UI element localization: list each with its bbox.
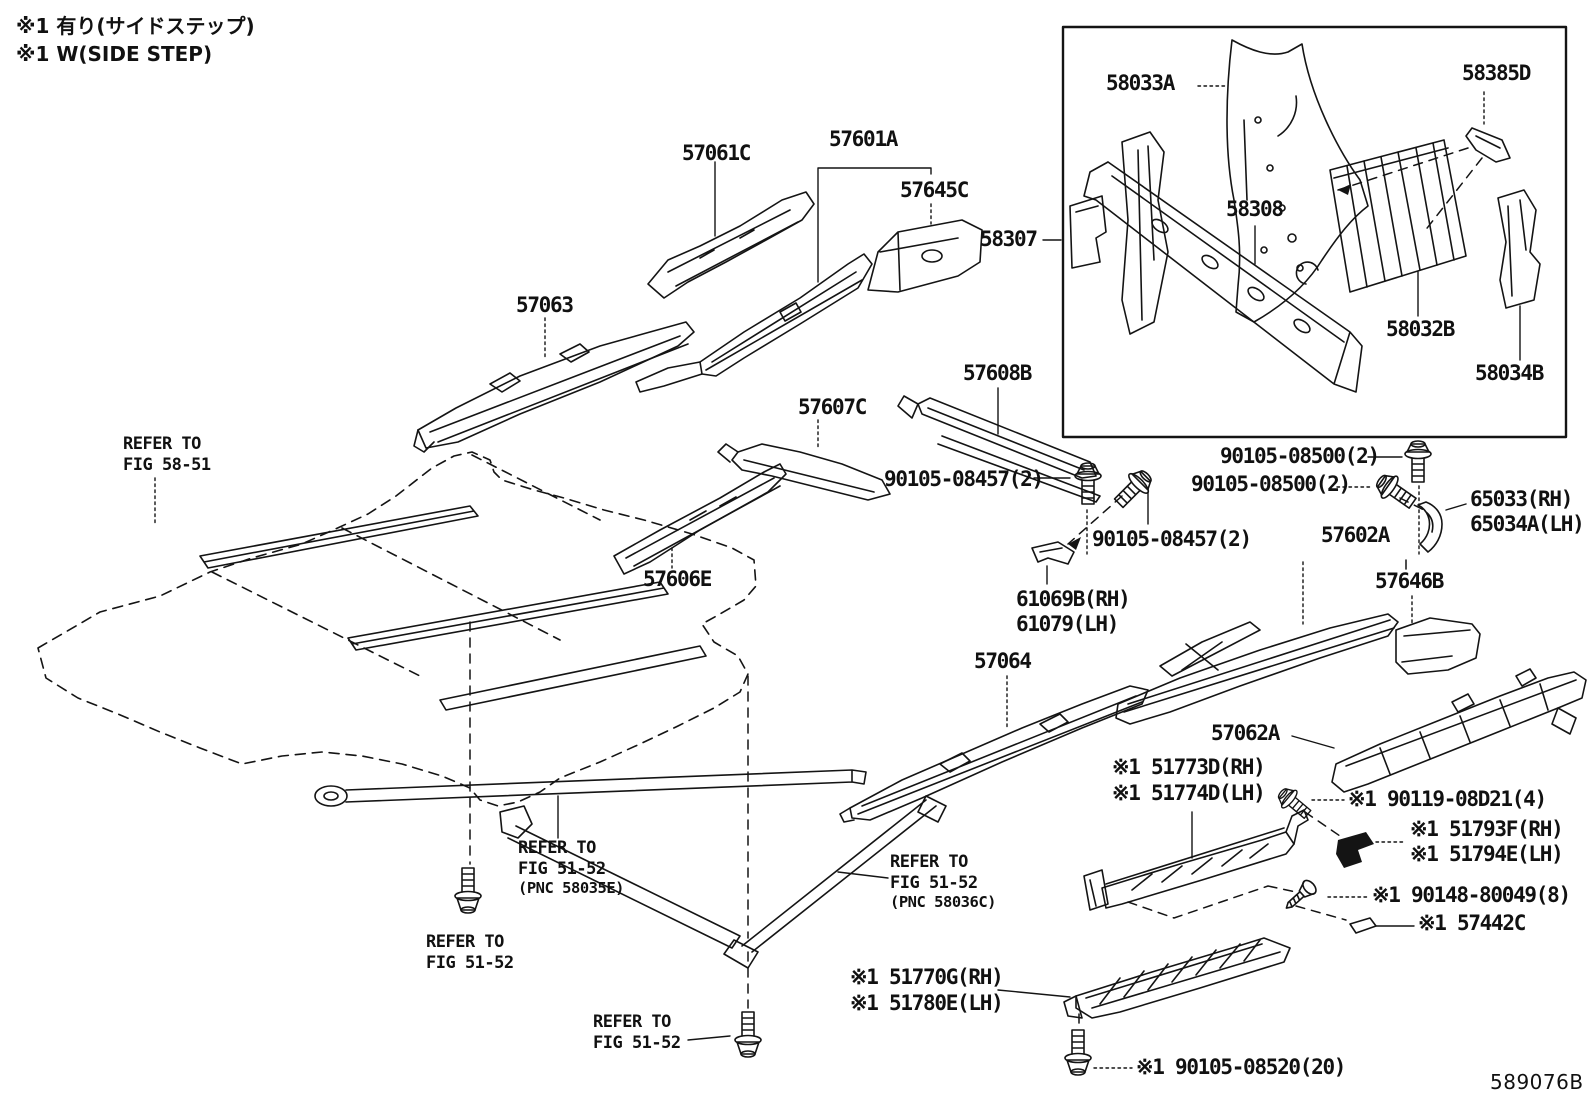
- part-label-57062A: 57062A: [1211, 721, 1280, 745]
- leader-lines-dashed: [469, 147, 1483, 1029]
- part-label-57602A: 57602A: [1321, 523, 1390, 547]
- part-label-58385D: 58385D: [1462, 61, 1531, 85]
- fastener-label-90119-08D21: ※1 90119-08D21(4): [1348, 787, 1547, 811]
- figure-code: 589076B: [1490, 1070, 1584, 1094]
- part-label-58308: 58308: [1226, 197, 1284, 221]
- part-label-51773D: ※1 51773D(RH): [1112, 755, 1266, 779]
- part-label-57607C: 57607C: [798, 395, 867, 419]
- fastener-label-90105-08457-a: 90105-08457(2): [884, 467, 1044, 491]
- part-label-58032B: 58032B: [1386, 317, 1455, 341]
- part-57646b-drawing: [1395, 617, 1481, 675]
- part-57064-drawing: [839, 685, 1149, 823]
- part-label-58307: 58307: [980, 227, 1038, 251]
- part-label-57645C: 57645C: [900, 178, 969, 202]
- note-side-step-jp: ※1 有り(サイドステップ): [16, 14, 255, 38]
- part-57601a-drawing: [635, 253, 873, 393]
- part-label-57608B: 57608B: [963, 361, 1032, 385]
- part-57645c-drawing: [867, 219, 983, 293]
- part-label-51770G: ※1 51770G(RH): [850, 965, 1004, 989]
- part-label-51793F: ※1 51793F(RH): [1410, 817, 1564, 841]
- part-57063-drawing: [413, 321, 695, 453]
- part-58308-drawing: [1083, 161, 1363, 393]
- part-65033-drawing: [1417, 501, 1443, 553]
- arrowheads: [1068, 184, 1351, 550]
- part-label-57064: 57064: [974, 649, 1032, 673]
- detail-box: [1061, 25, 1568, 439]
- fastener-label-90105-08500-b: 90105-08500(2): [1191, 472, 1351, 496]
- part-label-51780E: ※1 51780E(LH): [850, 991, 1004, 1015]
- note-side-step-en: ※1 W(SIDE STEP): [16, 42, 213, 66]
- part-57061c-drawing: [647, 191, 815, 299]
- part-58385d-drawing: [1465, 127, 1511, 163]
- part-58032b-drawing: [1329, 139, 1467, 293]
- part-51770g-drawing: [1063, 937, 1291, 1019]
- fastener-label-90105-08520: ※1 90105-08520(20): [1136, 1055, 1346, 1079]
- fastener-label-90105-08457-b: 90105-08457(2): [1092, 527, 1252, 551]
- part-label-61069B: 61069B(RH): [1016, 587, 1131, 611]
- part-57607c-drawing: [717, 443, 891, 501]
- part-label-65033: 65033(RH): [1470, 487, 1573, 511]
- part-label-57601A: 57601A: [829, 127, 898, 151]
- reference-fig-51-52-pnc-58036c: REFER TO FIG 51-52 (PNC 58036C): [890, 852, 996, 912]
- part-label-51794E: ※1 51794E(LH): [1410, 842, 1564, 866]
- part-57062a-drawing: [1331, 668, 1587, 793]
- brace-58036c-drawing: [723, 795, 947, 969]
- part-label-65034A: 65034A(LH): [1470, 512, 1585, 536]
- part-label-61079: 61079(LH): [1016, 612, 1119, 636]
- screw-90148-drawing: [1285, 879, 1317, 909]
- part-57608b-drawing: [897, 395, 1101, 503]
- part-57602a-drawing: [1115, 613, 1399, 725]
- part-label-58033A: 58033A: [1106, 71, 1175, 95]
- part-57606e-drawing: [613, 463, 787, 575]
- part-51793f-drawing: [1336, 832, 1374, 868]
- part-label-57061C: 57061C: [682, 141, 751, 165]
- part-label-57646B: 57646B: [1375, 569, 1444, 593]
- part-label-57063: 57063: [516, 293, 574, 317]
- part-61069b-drawing: [1031, 541, 1075, 565]
- part-57442c-drawing: [1349, 917, 1377, 934]
- part-58034b-drawing: [1497, 189, 1541, 309]
- brace-58035e-drawing: [314, 769, 867, 807]
- part-51773d-drawing: [1083, 809, 1309, 911]
- floor-pan-outline: [37, 451, 757, 807]
- reference-fig-51-52-left: REFER TO FIG 51-52: [426, 932, 514, 973]
- part-label-57442C: ※1 57442C: [1418, 911, 1526, 935]
- part-label-57606E: 57606E: [643, 567, 712, 591]
- reference-fig-51-52-pnc-58035e: REFER TO FIG 51-52 (PNC 58035E): [518, 838, 624, 898]
- leader-lines-solid: [557, 85, 1521, 1041]
- fastener-label-90148-80049: ※1 90148-80049(8): [1372, 883, 1571, 907]
- part-58033a-drawing: [1226, 39, 1369, 323]
- part-label-58034B: 58034B: [1475, 361, 1544, 385]
- reference-fig-58-51: REFER TO FIG 58-51: [123, 434, 211, 475]
- reference-fig-51-52-bottom: REFER TO FIG 51-52: [593, 1012, 681, 1053]
- part-58307-drawing: [1069, 131, 1169, 335]
- part-label-51774D: ※1 51774D(LH): [1112, 781, 1266, 805]
- leader-lines-dotted: [154, 91, 1485, 1069]
- floor-crossmembers: [199, 505, 741, 949]
- fastener-label-90105-08500-a: 90105-08500(2): [1220, 444, 1380, 468]
